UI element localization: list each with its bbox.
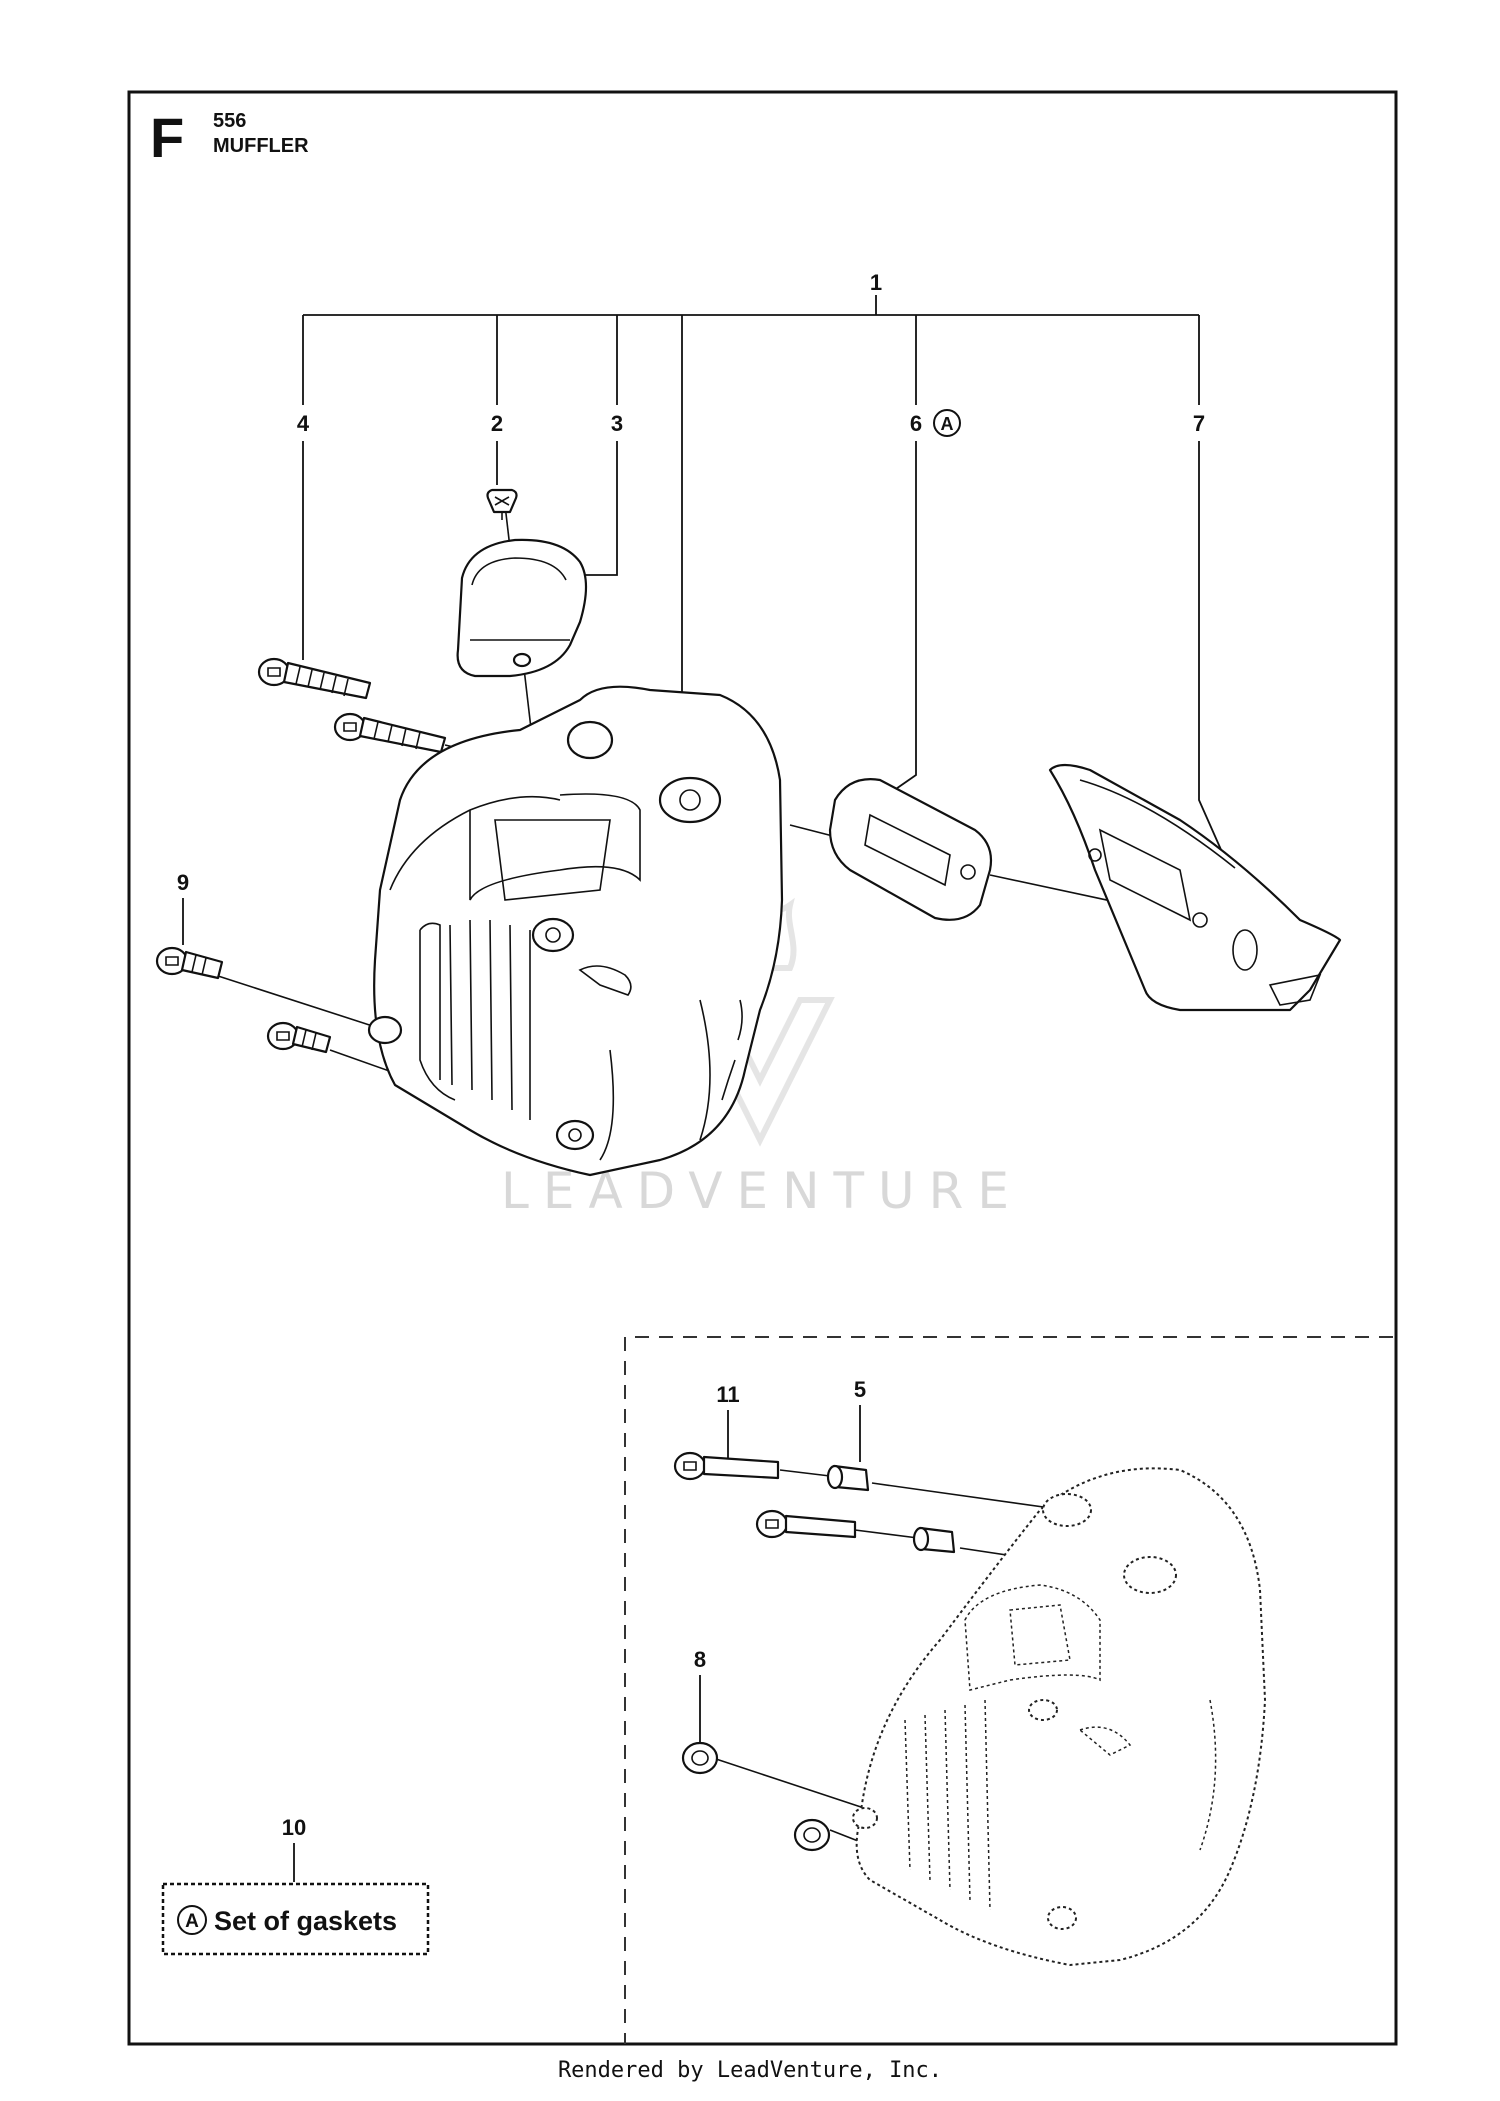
callout-7: 7: [1193, 411, 1205, 436]
inset-box: [624, 1336, 1393, 2044]
section-letter: F: [150, 106, 184, 169]
bolt-part-4: [257, 657, 372, 700]
gasket-part-6: [828, 778, 993, 921]
muffler-body: [367, 685, 784, 1177]
footer-credit: Rendered by LeadVenture, Inc.: [557, 2058, 943, 2083]
screw-part-2: [486, 488, 518, 520]
screw-part-9: [155, 946, 224, 980]
deflector-part-3: [456, 538, 588, 678]
callout-6: 6: [910, 411, 922, 436]
washer-part-8: [681, 1741, 719, 1775]
kit-label: Set of gaskets: [214, 1906, 397, 1936]
svg-text:A: A: [185, 1911, 199, 1932]
bolt-part-11: [673, 1451, 780, 1481]
callout-10: 10: [282, 1815, 306, 1840]
callout-11: 11: [716, 1382, 739, 1407]
callout-tree-1: [302, 295, 1200, 695]
svg-text:A: A: [941, 414, 954, 434]
screw-short-2: [266, 1021, 332, 1054]
muffler-inset-outline: [852, 1467, 1267, 1967]
page-title: MUFFLER: [213, 135, 309, 157]
callout-9: 9: [177, 870, 189, 895]
callout-1: 1: [870, 270, 882, 295]
page-number: 556: [213, 110, 246, 132]
diagram-border: [127, 90, 1398, 2046]
heat-shield-part-7: [1048, 763, 1342, 1012]
kit-marker-a-icon: A: [177, 1905, 207, 1935]
gasket-kit-box: A Set of gaskets: [161, 1882, 430, 1956]
spacer-part-5: [826, 1464, 870, 1492]
callout-8: 8: [694, 1647, 706, 1672]
washer-inset-2: [793, 1818, 831, 1852]
bolt-inset-2: [755, 1509, 857, 1539]
bolt-long-2: [333, 712, 447, 754]
callout-5: 5: [854, 1377, 866, 1402]
callout-3: 3: [611, 411, 623, 436]
spacer-inset-2: [912, 1526, 956, 1554]
circle-a-marker-icon: A: [933, 409, 961, 437]
callout-4: 4: [297, 411, 310, 436]
callout-2: 2: [491, 411, 503, 436]
